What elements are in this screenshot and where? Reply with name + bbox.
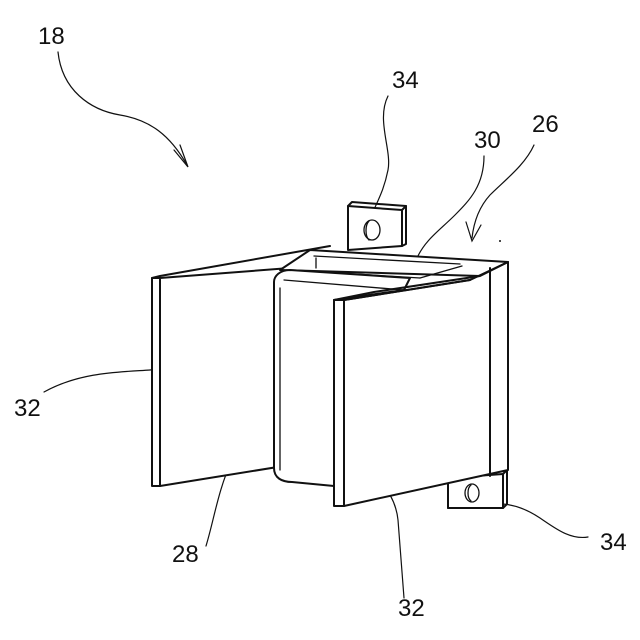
leader-line-30 xyxy=(417,156,484,258)
label-assembly-18: 18 xyxy=(38,23,65,50)
label-tab-top-34: 34 xyxy=(392,67,419,94)
leader-line-34-top xyxy=(373,96,389,212)
label-unit-26: 26 xyxy=(532,111,559,138)
leader-line-34-bottom xyxy=(503,504,588,537)
speck-mark xyxy=(499,240,501,242)
mounting-tab-top xyxy=(348,202,406,250)
label-core-28: 28 xyxy=(172,541,199,568)
label-plate-left-32: 32 xyxy=(14,395,41,422)
leader-arrow-26 xyxy=(466,145,534,241)
label-tab-bottom-34: 34 xyxy=(600,529,627,556)
label-top-plate-30: 30 xyxy=(474,127,501,154)
label-plate-right-32: 32 xyxy=(398,595,425,622)
side-plate-right xyxy=(334,262,508,506)
leader-arrow-18 xyxy=(58,52,188,167)
